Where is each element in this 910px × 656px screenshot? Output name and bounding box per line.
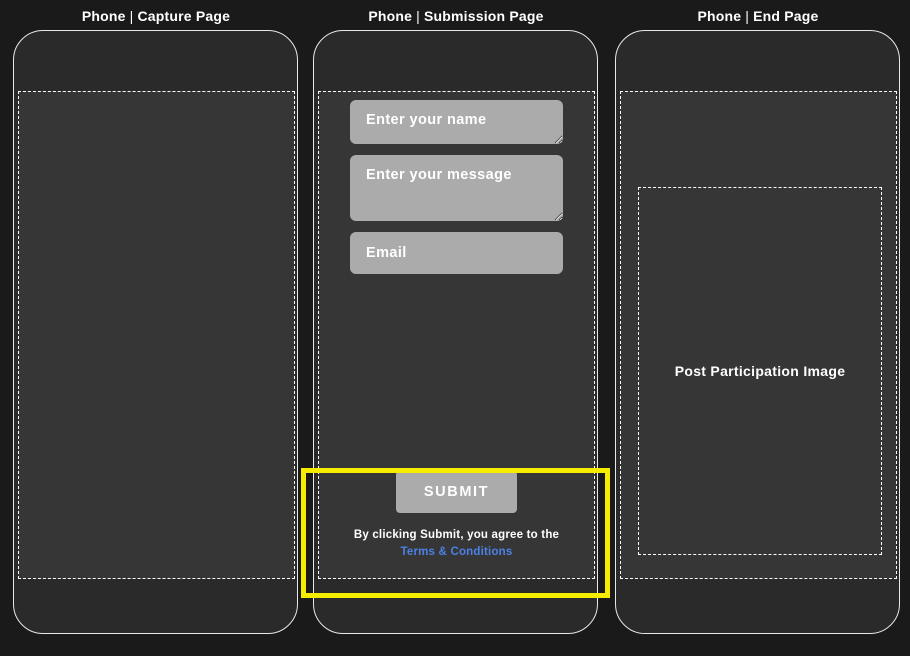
phone-frame-end-page: Post Participation Image <box>615 30 900 634</box>
device-label: Phone <box>81 8 126 24</box>
phone-title-capture-page: Phone|Capture Page <box>10 8 302 24</box>
submit-button[interactable]: SUBMIT <box>395 471 518 513</box>
device-label: Phone <box>697 8 742 24</box>
phone-column-end-page: Phone|End Page Post Participation Image <box>612 0 904 656</box>
content-region-end-page: Post Participation Image <box>620 91 897 579</box>
phone-frame-submission-page: SUBMIT By clicking Submit, you agree to … <box>313 30 598 634</box>
phone-column-submission-page: Phone|Submission Page SUBMIT By clicking… <box>310 0 602 656</box>
email-field[interactable] <box>350 232 563 274</box>
phone-frame-capture-page <box>13 30 298 634</box>
name-field[interactable] <box>350 100 563 144</box>
phone-title-submission-page: Phone|Submission Page <box>310 8 602 24</box>
device-label: Phone <box>368 8 413 24</box>
post-participation-image-label: Post Participation Image <box>674 363 846 379</box>
title-separator: | <box>745 8 750 24</box>
page-label: Capture Page <box>137 8 231 24</box>
phone-title-end-page: Phone|End Page <box>612 8 904 24</box>
post-participation-image-placeholder: Post Participation Image <box>638 187 882 555</box>
page-label: Submission Page <box>423 8 544 24</box>
disclaimer-text: By clicking Submit, you agree to the <box>353 529 560 541</box>
content-region-capture-page <box>18 91 295 579</box>
message-field[interactable] <box>350 155 563 221</box>
content-region-submission-page: SUBMIT By clicking Submit, you agree to … <box>318 91 595 579</box>
terms-and-conditions-link[interactable]: Terms & Conditions <box>400 546 513 558</box>
submit-block: SUBMIT By clicking Submit, you agree to … <box>319 471 594 578</box>
phone-column-capture-page: Phone|Capture Page <box>10 0 302 656</box>
terms-disclaimer: By clicking Submit, you agree to the Ter… <box>319 527 594 561</box>
submission-form <box>319 92 594 285</box>
title-separator: | <box>129 8 134 24</box>
page-label: End Page <box>753 8 819 24</box>
title-separator: | <box>416 8 420 24</box>
